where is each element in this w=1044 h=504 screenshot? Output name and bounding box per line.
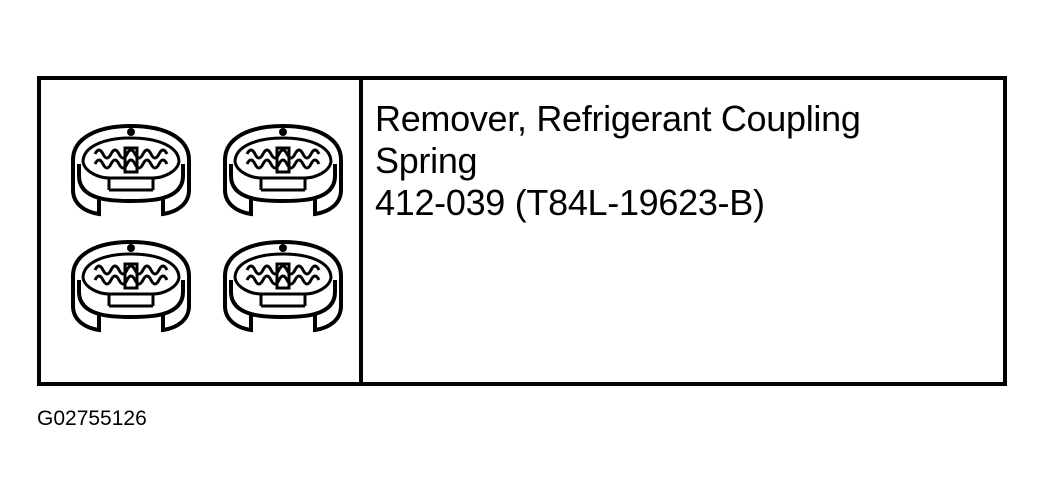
tool-part-number: 412-039 (T84L-19623-B) [375,182,765,223]
tool-illustration-cell [41,80,363,382]
spring-coupling-remover-set-icon [71,124,343,332]
tool-description-cell: Remover, Refrigerant Coupling Spring 412… [363,80,1003,382]
figure-id: G02755126 [37,407,147,430]
tool-name-line-1: Remover, Refrigerant Coupling [375,98,861,139]
tool-name-line-2: Spring [375,140,478,181]
tool-info-table: Remover, Refrigerant Coupling Spring 412… [37,76,1007,386]
